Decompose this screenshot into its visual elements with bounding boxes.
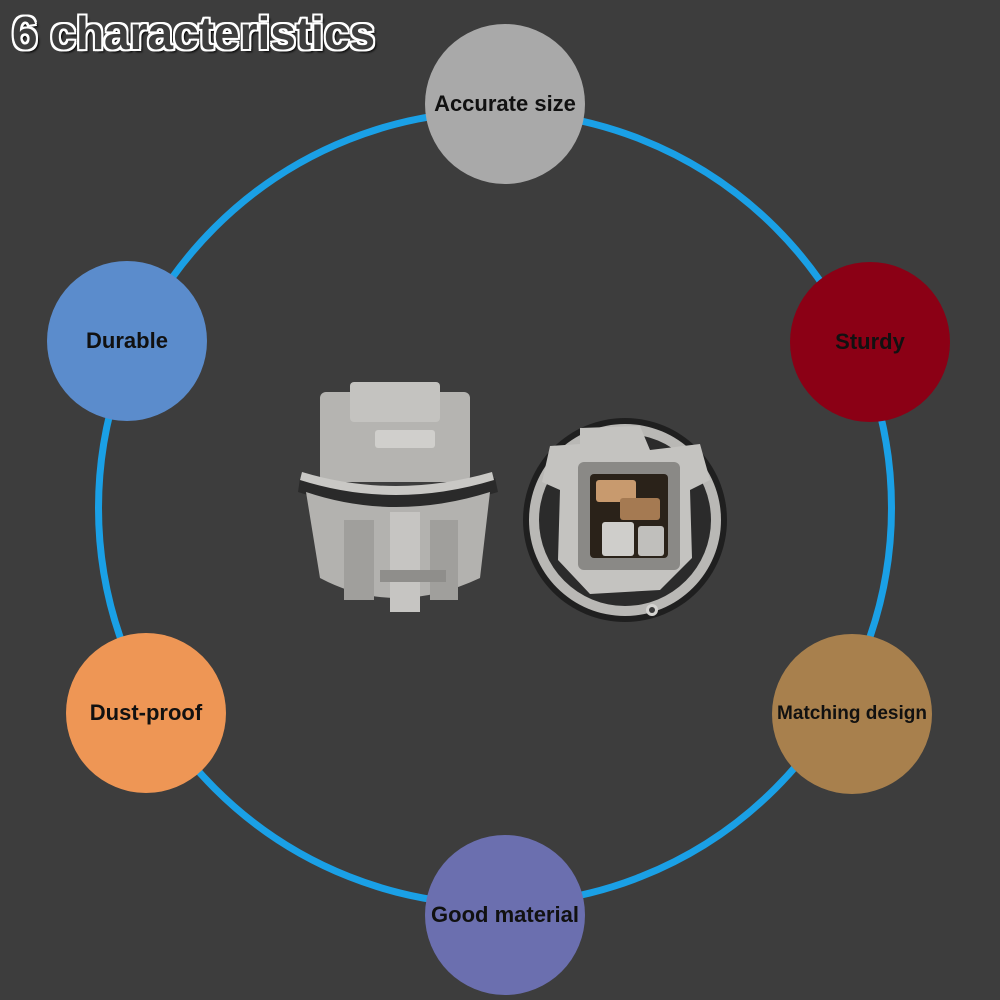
socket-face-view bbox=[523, 418, 727, 622]
feature-durable: Durable bbox=[47, 261, 207, 421]
feature-label: Accurate size bbox=[434, 91, 576, 116]
feature-label: Sturdy bbox=[835, 329, 905, 354]
bulb-socket-photo bbox=[298, 382, 727, 622]
feature-dust-proof: Dust-proof bbox=[66, 633, 226, 793]
socket-side-view bbox=[298, 382, 498, 612]
feature-label: Good material bbox=[431, 902, 579, 927]
page-title: 6 characteristics bbox=[12, 7, 376, 59]
feature-accurate-size: Accurate size bbox=[425, 24, 585, 184]
feature-label: Matching design bbox=[777, 703, 927, 724]
feature-good-material: Good material bbox=[425, 835, 585, 995]
feature-label: Dust-proof bbox=[89, 700, 203, 725]
feature-sturdy: Sturdy bbox=[790, 262, 950, 422]
feature-label: Durable bbox=[86, 328, 168, 353]
feature-matching-design: Matching design bbox=[772, 634, 932, 794]
